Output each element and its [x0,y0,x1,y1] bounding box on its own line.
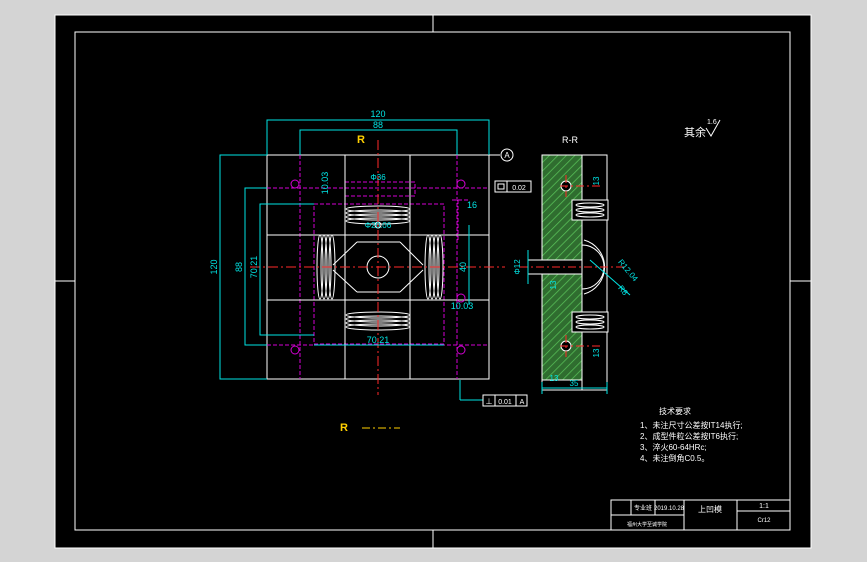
plan-dimension-lines [219,119,497,401]
tech-req-item-3: 3、淬火60-64HRc; [640,442,707,452]
dim-13-c: 13 [592,348,601,357]
tech-req-item-4: 4、未注倒角C0.5。 [640,453,709,463]
perpendicular-tolerance-frame: ⊥ 0.01 A [482,394,528,407]
part-name: 上凹模 [698,504,722,514]
tech-req-title: 技术要求 [659,406,691,416]
dim-dia-12: Φ12 [513,259,522,275]
dim-height-mid: 70.21 [249,256,259,279]
section-view-title: R-R [562,135,578,145]
dim-10-03-vertical: 10.03 [320,172,330,195]
dim-width-inner: 88 [373,120,383,130]
section-view: R-R [513,135,640,394]
dim-40: 40 [458,262,468,272]
dim-13-a: 13 [592,176,601,185]
dim-13-b: 13 [549,280,558,289]
plan-centerlines [250,140,505,395]
dim-dia-36: Φ36 [370,173,386,182]
perpendicular-datum: A [520,399,525,406]
section-label-bottom: R [340,422,348,434]
flatness-value: 0.02 [512,185,526,192]
dim-height-outer: 120 [209,259,219,274]
perpendicular-value: 0.01 [498,399,512,406]
datum-a-label: A [504,151,510,160]
frame-centering-marks [55,15,811,548]
section-label-top: R [357,134,365,146]
technical-requirements: 技术要求 1、未注尺寸公差按IT14执行; 2、成型件粒公差按IT6执行; 3、… [640,406,743,463]
dim-height-inner: 88 [234,262,244,272]
perpendicular-symbol: ⊥ [486,397,493,406]
title-block [610,499,791,531]
datum-a-symbol: A [489,148,514,162]
title-block-texts: 专业班 2019.10.28 上凹模 1:1 Cr12 福州大学至诚学院 [627,503,771,528]
dim-dia-20: Φ20.06 [365,221,392,230]
tech-req-item-1: 1、未注尺寸公差按IT14执行; [640,420,743,430]
dim-width-outer: 120 [370,109,385,119]
material: Cr12 [757,518,771,524]
drawing-scale: 1:1 [759,503,769,510]
dim-13-d: 13 [550,374,559,383]
section-centerlines [520,175,625,357]
plan-dimension-texts: 120 88 120 88 70.21 70.21 40 16 10.03 10… [209,109,477,345]
section-springs [571,199,609,333]
surface-roughness-note: 其余 1.6 [684,119,721,139]
corner-holes [290,179,466,355]
roughness-value: 1.6 [707,119,717,126]
dim-35: 35 [570,379,579,388]
dim-width-mid: 70.21 [367,335,390,345]
title-cell-b: 2019.10.28 [654,506,685,512]
roughness-label: 其余 [684,125,706,139]
tech-req-item-2: 2、成型件粒公差按IT6执行; [640,431,738,441]
plan-view: A 120 88 120 88 70.21 70.21 40 16 10.03 … [209,109,532,434]
section-cavity [581,244,605,290]
section-dimension-lines [527,250,631,394]
title-cell-a: 专业班 [634,504,652,512]
flatness-tolerance-frame: 0.02 [494,180,532,193]
dim-10-03-horizontal: 10.03 [451,301,474,311]
dim-16: 16 [467,200,477,210]
title-bottom-note: 福州大学至诚学院 [627,521,667,528]
